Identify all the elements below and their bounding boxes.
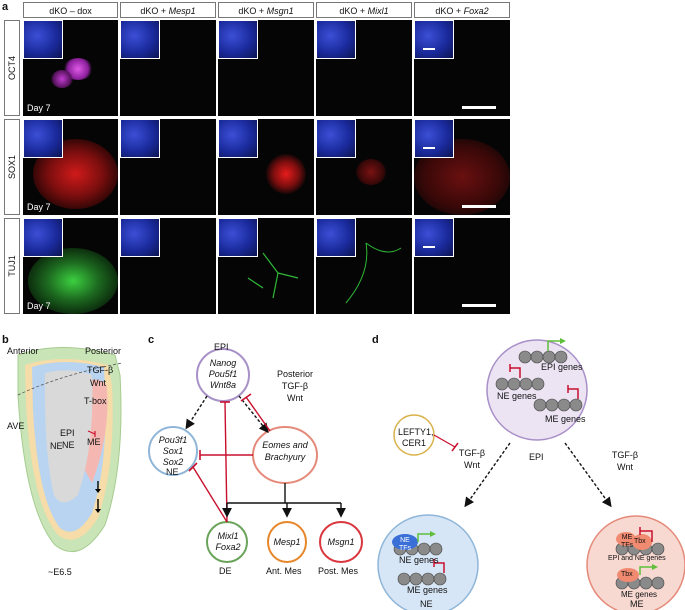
d-me-genes: ME genes bbox=[545, 414, 586, 424]
d-tbx-1: Tbx bbox=[634, 538, 646, 545]
micrograph-oct4-foxa2 bbox=[414, 20, 510, 116]
panel-label-d: d bbox=[372, 334, 379, 346]
d-tbx-2: Tbx bbox=[621, 571, 633, 578]
d-lefty-cer: LEFTY1,CER1 bbox=[398, 427, 434, 448]
d-ne-label: NE bbox=[420, 599, 433, 609]
ne-label: NE bbox=[50, 441, 63, 451]
micrograph-tuj1-mixl1 bbox=[316, 218, 412, 314]
d-epi-genes: EPI genes bbox=[541, 362, 583, 372]
micrograph-sox1-msgn1 bbox=[218, 119, 314, 215]
micrograph-tuj1-dox: Day 7 bbox=[23, 218, 118, 314]
dapi-inset bbox=[414, 218, 454, 257]
panel-label-c: c bbox=[148, 334, 155, 346]
column-header-foxa2: dKO + Foxa2 bbox=[414, 2, 510, 18]
me-label: ME bbox=[87, 437, 101, 447]
dapi-inset bbox=[120, 119, 160, 158]
column-header-mesp1: dKO + Mesp1 bbox=[120, 2, 216, 18]
day-label: Day 7 bbox=[27, 202, 51, 212]
day-label: Day 7 bbox=[27, 103, 51, 113]
c-ant-mes-label: Ant. Mes bbox=[266, 566, 302, 576]
dapi-inset bbox=[414, 20, 454, 59]
wnt-label: Wnt bbox=[90, 378, 107, 388]
column-header-msgn1: dKO + Msgn1 bbox=[218, 2, 314, 18]
ave-label: AVE bbox=[7, 421, 25, 431]
dapi-inset bbox=[218, 218, 258, 257]
d-epi-label: EPI bbox=[529, 452, 544, 462]
dapi-inset bbox=[316, 119, 356, 158]
micrograph-oct4-mixl1 bbox=[316, 20, 412, 116]
tgf-label: TGF-β bbox=[87, 365, 114, 375]
c-mesp1: Mesp1 bbox=[273, 537, 301, 547]
c-epi-label: EPI bbox=[214, 342, 229, 352]
micrograph-tuj1-msgn1 bbox=[218, 218, 314, 314]
posterior-label: Posterior bbox=[85, 346, 122, 356]
d-ne-box-me-genes: ME genes bbox=[407, 585, 448, 595]
dapi-inset bbox=[120, 20, 160, 59]
d-epi-ne-genes: EPI and NE genes bbox=[608, 555, 666, 562]
dapi-inset bbox=[23, 20, 63, 59]
c-de-label: DE bbox=[219, 566, 232, 576]
c-ne-label: NE bbox=[166, 467, 179, 477]
d-me-label: ME bbox=[630, 599, 644, 609]
column-header-mixl1: dKO + Mixl1 bbox=[316, 2, 412, 18]
panel-label-b: b bbox=[2, 334, 9, 346]
dapi-inset bbox=[218, 20, 258, 59]
dapi-inset bbox=[316, 20, 356, 59]
micrograph-oct4-msgn1 bbox=[218, 20, 314, 116]
row-header-tuj1: TUJ1 bbox=[4, 218, 20, 314]
micrograph-sox1-mixl1 bbox=[316, 119, 412, 215]
epi-label: EPI bbox=[60, 428, 75, 438]
c-msgn1: Msgn1 bbox=[327, 537, 355, 547]
d-ne-genes: NE genes bbox=[497, 391, 537, 401]
micrograph-tuj1-foxa2 bbox=[414, 218, 510, 314]
scale-bar bbox=[462, 106, 496, 109]
micrograph-sox1-dox: Day 7 bbox=[23, 119, 118, 215]
day-label: Day 7 bbox=[27, 301, 51, 311]
micrograph-oct4-mesp1 bbox=[120, 20, 216, 116]
panel-label-a: a bbox=[2, 1, 9, 13]
micrograph-oct4-dox: Day 7 bbox=[23, 20, 118, 116]
dapi-inset bbox=[23, 119, 63, 158]
micrograph-sox1-mesp1 bbox=[120, 119, 216, 215]
tbox-label: T-box bbox=[84, 396, 107, 406]
c-post-mes-label: Post. Mes bbox=[318, 566, 359, 576]
micrograph-sox1-foxa2 bbox=[414, 119, 510, 215]
d-me-box-me-genes: ME genes bbox=[621, 590, 658, 599]
row-header-sox1: SOX1 bbox=[4, 119, 20, 215]
dapi-inset bbox=[316, 218, 356, 257]
scale-bar bbox=[462, 304, 496, 307]
dapi-inset bbox=[120, 218, 160, 257]
scale-bar bbox=[462, 205, 496, 208]
stage-label: ~E6.5 bbox=[48, 567, 72, 577]
dapi-inset bbox=[23, 218, 63, 257]
column-header-dox: dKO – dox bbox=[23, 2, 118, 18]
dapi-inset bbox=[414, 119, 454, 158]
d-ne-box-ne-genes: NE genes bbox=[399, 555, 439, 565]
row-header-oct4: OCT4 bbox=[4, 20, 20, 116]
embryo-schematic bbox=[17, 347, 123, 553]
dapi-inset bbox=[218, 119, 258, 158]
micrograph-tuj1-mesp1 bbox=[120, 218, 216, 314]
anterior-label: Anterior bbox=[7, 346, 39, 356]
ne-label-2: NE bbox=[62, 440, 75, 450]
chromatin-schematic bbox=[377, 338, 685, 610]
network-diagram bbox=[148, 348, 363, 563]
